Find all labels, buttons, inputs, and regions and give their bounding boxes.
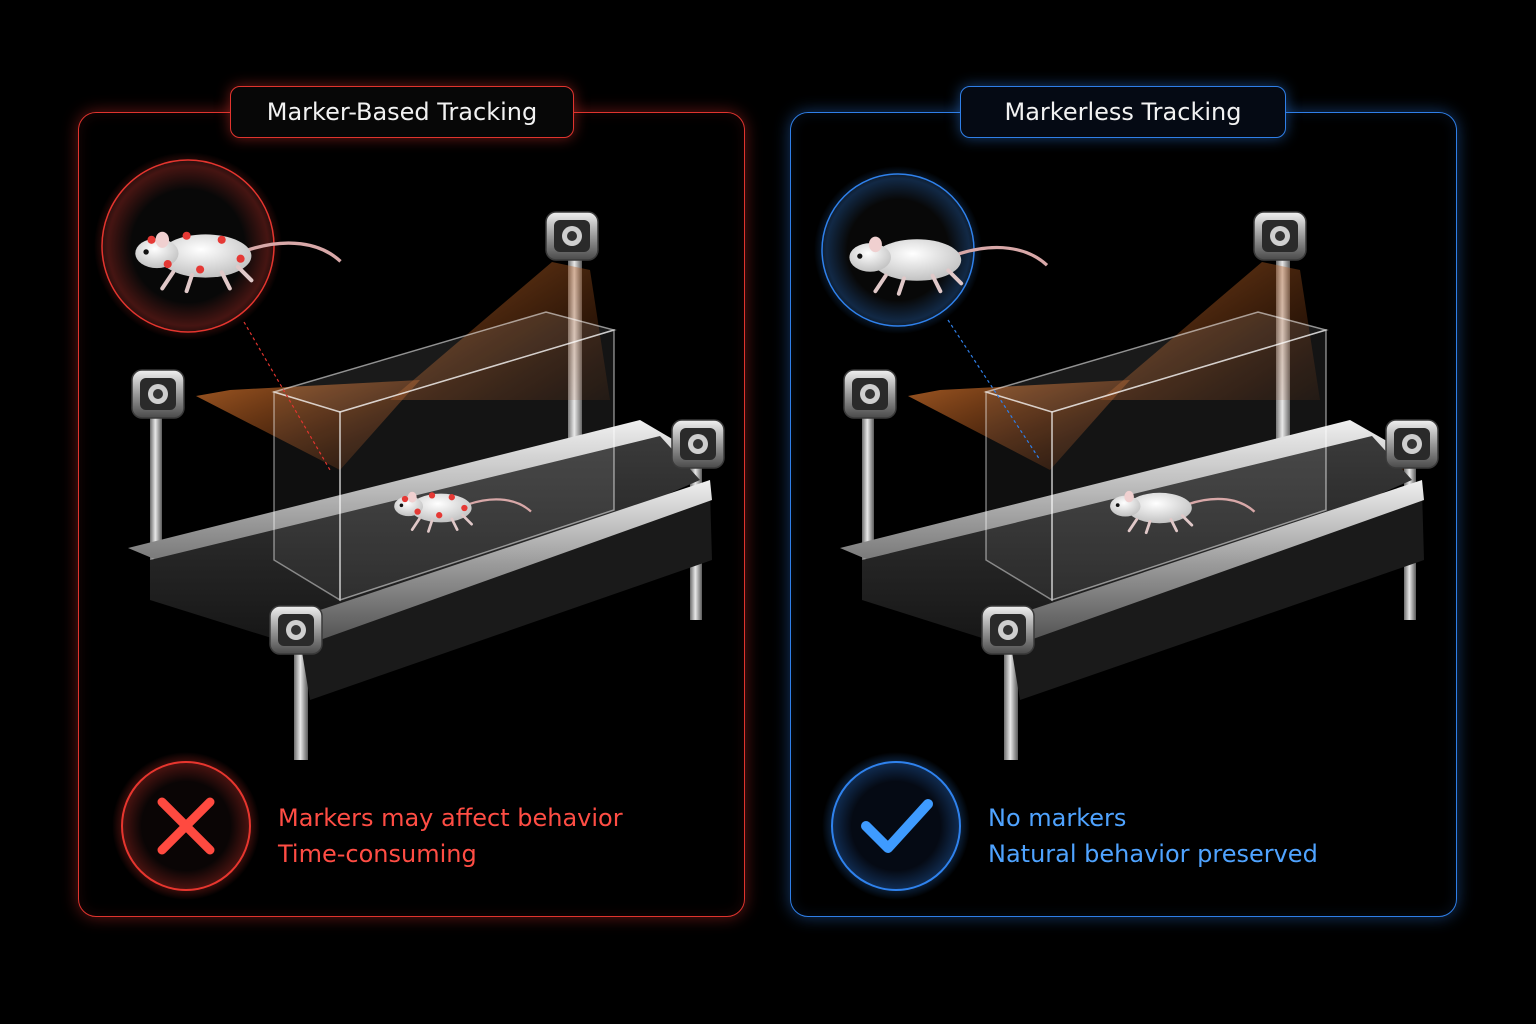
marker-based-captions: Markers may affect behavior Time-consumi…	[278, 800, 623, 872]
cross-icon	[112, 752, 260, 900]
right-rig	[814, 166, 1439, 760]
caption-line: Time-consuming	[278, 840, 477, 868]
caption-line: Natural behavior preserved	[988, 840, 1318, 868]
marker-based-title: Marker-Based Tracking	[230, 86, 574, 138]
markerless-title-text: Markerless Tracking	[1004, 98, 1242, 126]
markerless-panel	[790, 112, 1457, 917]
check-icon	[822, 752, 970, 900]
left-rig	[94, 152, 725, 760]
markerless-title: Markerless Tracking	[960, 86, 1286, 138]
caption-line: Markers may affect behavior	[278, 804, 623, 832]
marker-based-panel	[78, 112, 745, 917]
caption-line: No markers	[988, 804, 1127, 832]
markerless-captions: No markers Natural behavior preserved	[988, 800, 1318, 872]
marker-based-title-text: Marker-Based Tracking	[266, 98, 538, 126]
